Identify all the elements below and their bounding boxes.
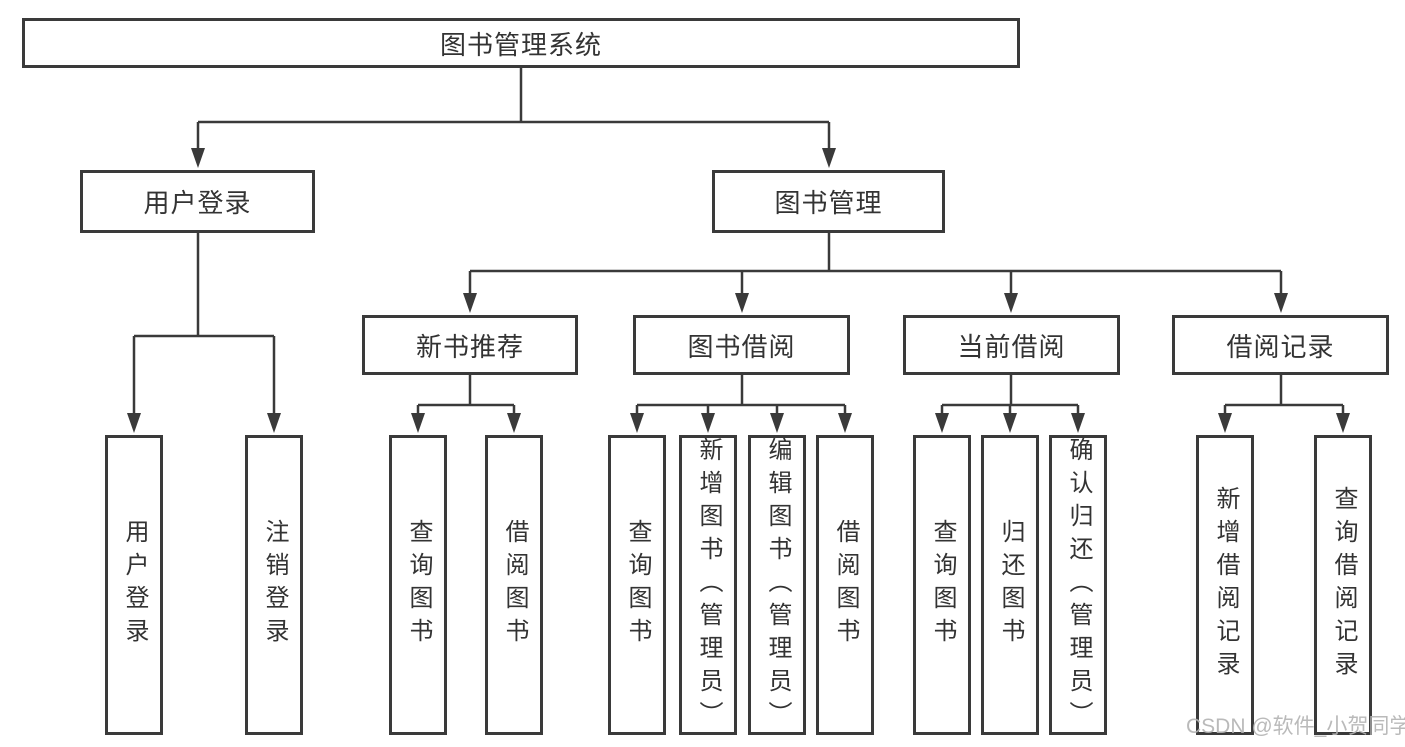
node-borrowing-records: 借阅记录 — [1172, 315, 1389, 375]
leaf-confirm-return-admin: 确认归还（管理员） — [1049, 435, 1107, 735]
leaf-query-books-3: 查询图书 — [913, 435, 971, 735]
csdn-watermark: CSDN @软件_小贺同学 — [1186, 715, 1405, 738]
node-book-borrowing: 图书借阅 — [633, 315, 850, 375]
leaf-return-books: 归还图书 — [981, 435, 1039, 735]
leaf-query-borrow-record: 查询借阅记录 — [1314, 435, 1372, 735]
node-label: 借阅图书 — [501, 519, 528, 651]
node-label: 查询图书 — [405, 519, 432, 651]
node-label: 用户登录 — [143, 188, 252, 218]
node-book-management: 图书管理 — [712, 170, 945, 233]
node-label: 查询图书 — [929, 519, 956, 651]
leaf-query-books-1: 查询图书 — [389, 435, 447, 735]
node-label: 编辑图书（管理员） — [764, 436, 791, 734]
leaf-add-books-admin: 新增图书（管理员） — [679, 435, 737, 735]
node-label: 确认归还（管理员） — [1065, 436, 1092, 734]
leaf-user-login: 用户登录 — [105, 435, 163, 735]
node-label: 借阅记录 — [1226, 331, 1335, 362]
node-label: 新增借阅记录 — [1212, 486, 1239, 684]
node-current-borrowing: 当前借阅 — [903, 315, 1120, 375]
node-label: 注销登录 — [261, 519, 288, 651]
node-new-book-recommend: 新书推荐 — [362, 315, 578, 375]
leaf-logout: 注销登录 — [245, 435, 303, 735]
node-label: 图书管理 — [774, 188, 883, 218]
node-label: 图书管理系统 — [439, 29, 602, 60]
node-label: 图书借阅 — [687, 331, 796, 362]
node-user-login: 用户登录 — [80, 170, 315, 233]
node-label: 查询图书 — [624, 519, 651, 651]
leaf-borrow-books-1: 借阅图书 — [485, 435, 543, 735]
leaf-query-books-2: 查询图书 — [608, 435, 666, 735]
node-label: 用户登录 — [121, 519, 148, 651]
leaf-add-borrow-record: 新增借阅记录 — [1196, 435, 1254, 735]
node-label: 查询借阅记录 — [1330, 486, 1357, 684]
node-root-system: 图书管理系统 — [22, 18, 1020, 68]
node-label: 当前借阅 — [957, 331, 1066, 362]
leaf-edit-books-admin: 编辑图书（管理员） — [748, 435, 806, 735]
node-label: 新增图书（管理员） — [695, 436, 722, 734]
node-label: 借阅图书 — [832, 519, 859, 651]
node-label: 归还图书 — [997, 519, 1024, 651]
node-label: 新书推荐 — [415, 331, 524, 362]
leaf-borrow-books-2: 借阅图书 — [816, 435, 874, 735]
